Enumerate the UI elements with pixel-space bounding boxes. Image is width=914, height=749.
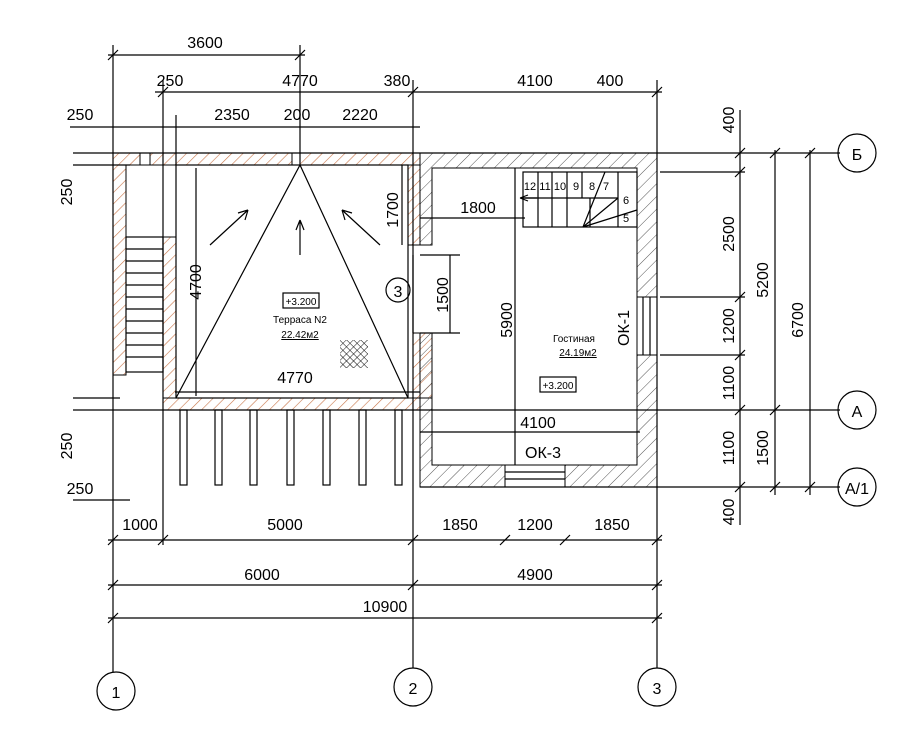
dim: 1200 [517, 517, 553, 534]
step-8: 8 [589, 181, 595, 193]
step-10: 10 [554, 181, 566, 193]
dim: 3600 [187, 35, 223, 52]
terrace-lines [175, 163, 409, 399]
terrace-name: Терраса N2 [273, 315, 327, 326]
axis-3: 3 [653, 681, 662, 698]
dim: 250 [67, 481, 94, 498]
step-7: 7 [603, 181, 609, 193]
dim: 1500 [755, 430, 772, 466]
dim: 400 [721, 499, 738, 526]
dim: 4100 [520, 415, 556, 432]
axis-a: А [852, 404, 863, 421]
axis-2: 2 [409, 681, 418, 698]
dim: 2350 [214, 107, 250, 124]
dim: 1200 [721, 308, 738, 344]
dim: 6000 [244, 567, 280, 584]
dim: 6700 [790, 302, 807, 338]
step-5: 5 [623, 213, 629, 225]
mesh-symbol [340, 340, 368, 368]
terrace-area: 22.42м2 [281, 330, 319, 341]
dim: 5200 [755, 262, 772, 298]
room-name: Гостиная [553, 334, 595, 345]
dim: 380 [384, 73, 411, 90]
step-11: 11 [539, 181, 550, 193]
dim: 5900 [499, 302, 516, 338]
dim: 5000 [267, 517, 303, 534]
terrace-level-box [282, 292, 320, 309]
dim: 4770 [277, 370, 313, 387]
axis-markers: 1 2 3 Б А А/1 3 [96, 133, 877, 711]
dim: 1500 [435, 277, 452, 313]
window-ok1 [636, 296, 658, 356]
dim: 400 [721, 107, 738, 134]
dim: 200 [284, 107, 311, 124]
dim: 1100 [721, 366, 738, 401]
dim: 1800 [460, 200, 496, 217]
dim: 250 [59, 433, 76, 460]
dim: 4900 [517, 567, 553, 584]
dim: 250 [59, 179, 76, 206]
step-6: 6 [623, 195, 629, 207]
dim: 4700 [188, 264, 205, 300]
dimension-labels: 3600 250 4770 380 4100 400 250 2350 200 … [59, 35, 807, 616]
dim: 1850 [442, 517, 478, 534]
house-walls [419, 152, 658, 488]
house-stair [519, 171, 638, 228]
dim: 1850 [594, 517, 630, 534]
step-9: 9 [573, 181, 579, 193]
dimension-lines [70, 45, 840, 672]
dim: 1100 [721, 431, 738, 466]
dim: 2220 [342, 107, 378, 124]
room-level-box [539, 376, 577, 393]
dim: 250 [67, 107, 94, 124]
axis-b: Б [852, 147, 863, 164]
window-ok1-label: ОК-1 [616, 310, 633, 346]
dim: 1000 [122, 517, 158, 534]
axis-1: 1 [112, 685, 121, 702]
terrace-stair [125, 236, 164, 373]
dim: 4100 [517, 73, 553, 90]
room-area: 24.19м2 [559, 348, 597, 359]
section-callout: 3 [394, 284, 403, 301]
dim: 250 [157, 73, 184, 90]
step-12: 12 [524, 181, 536, 193]
room-level: +3.200 [543, 381, 574, 392]
door-ok3 [504, 464, 566, 488]
dim: 10900 [363, 599, 408, 616]
window-ok3-label: ОК-3 [525, 445, 561, 462]
dim: 2500 [721, 216, 738, 252]
axis-a1: А/1 [845, 481, 869, 498]
dim: 400 [597, 73, 624, 90]
terrace-posts [179, 409, 403, 486]
dim: 4770 [282, 73, 318, 90]
terrace-level: +3.200 [286, 297, 317, 308]
dim: 1700 [385, 192, 402, 228]
